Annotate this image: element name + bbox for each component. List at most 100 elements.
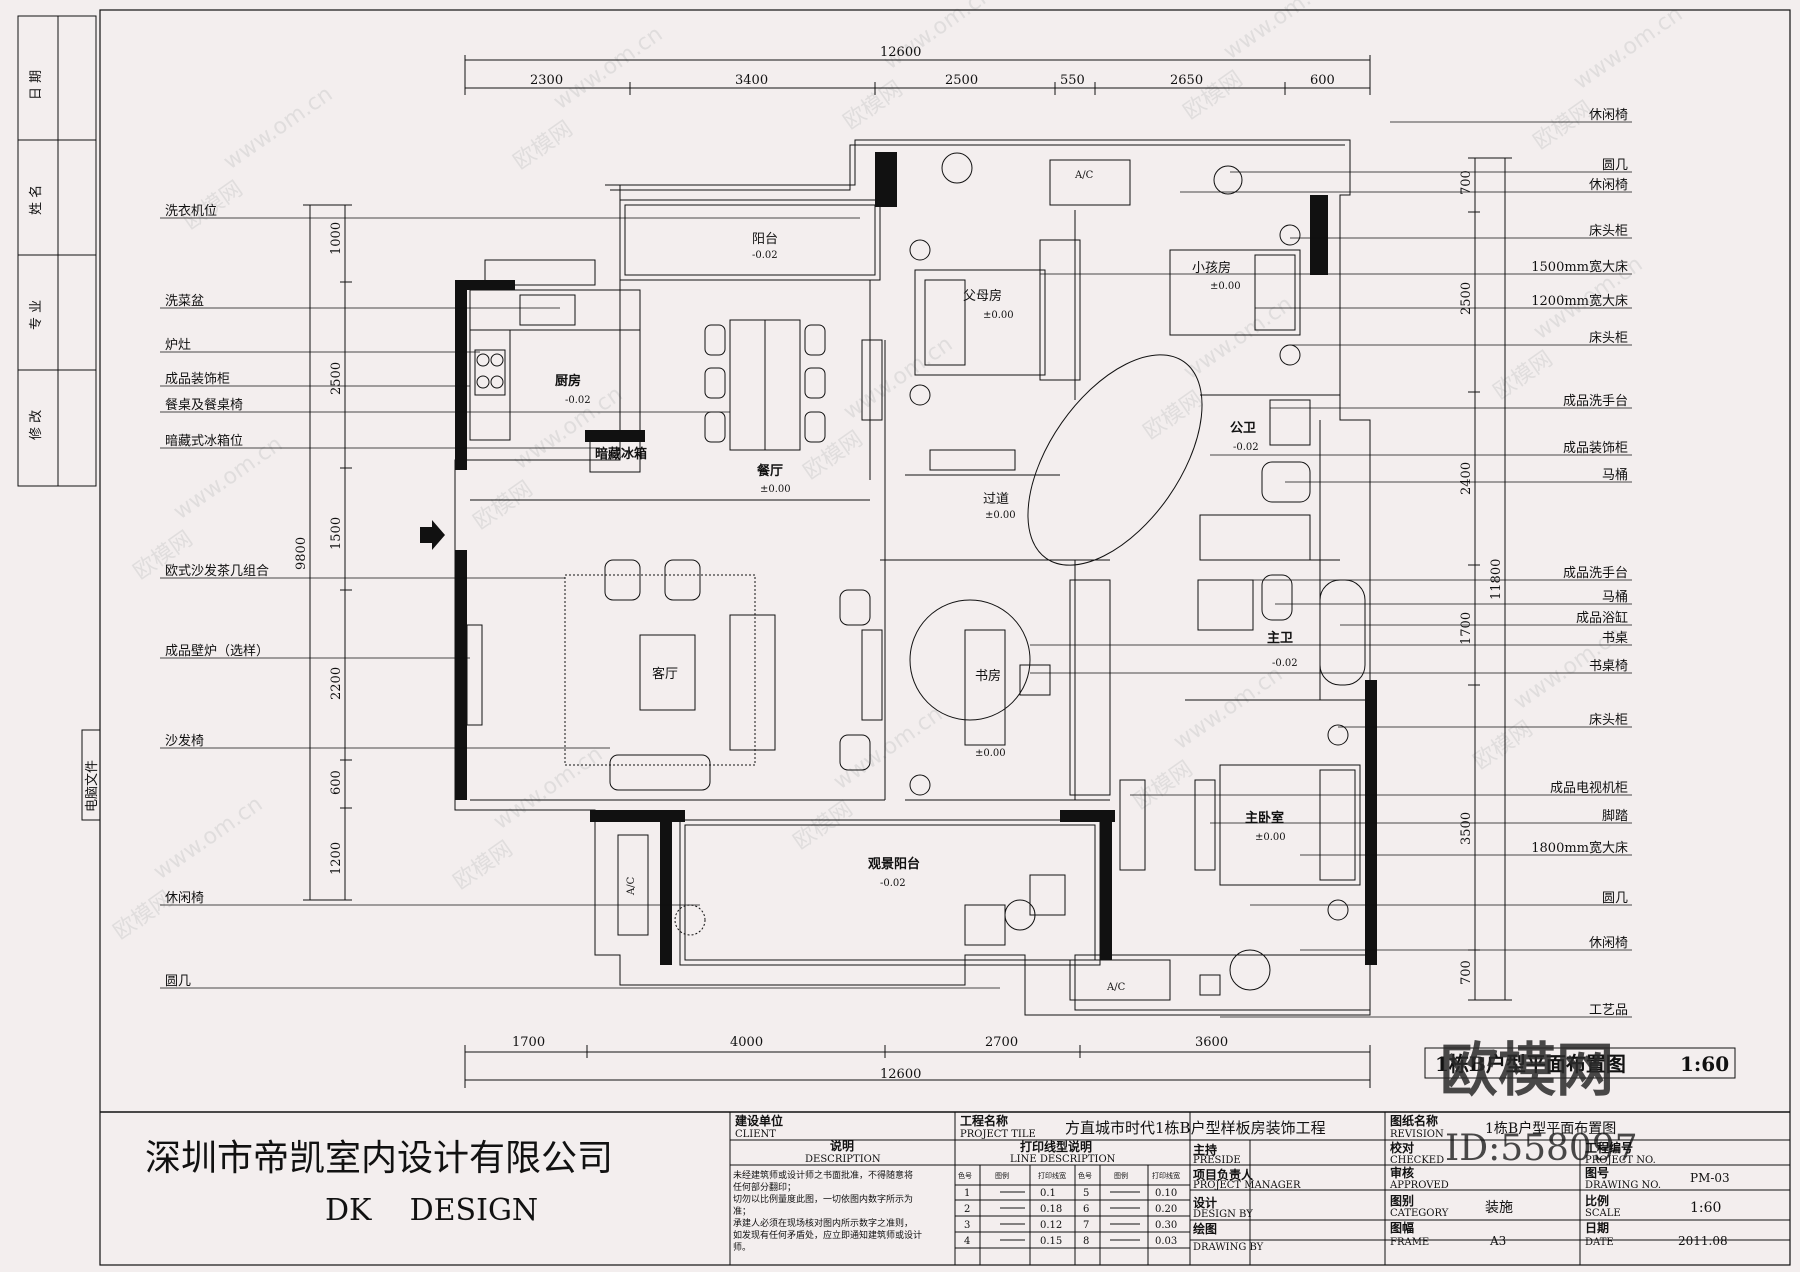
- strip-label-name: 姓 名: [28, 185, 44, 215]
- title-block: [729, 1112, 1790, 1265]
- leader-lines: [160, 121, 1632, 1018]
- frame-value: A3: [1489, 1234, 1506, 1248]
- pm-en: PROJECT MANAGER: [1193, 1180, 1301, 1191]
- dimension-top: 12600 2300 3400 2500 550 2650 600: [464, 45, 1371, 95]
- project-no-en: PROJECT NO.: [1585, 1155, 1656, 1166]
- dim-right-6: 700: [1459, 960, 1474, 985]
- labels-left: 洗衣机位洗菜盆炉灶成品装饰柜餐桌及餐桌椅暗藏式冰箱位欧式沙发茶几组合成品壁炉（选…: [165, 203, 269, 989]
- dim-top-1: 2300: [530, 73, 563, 88]
- dim-left-5: 600: [329, 770, 344, 795]
- label-right-8: 成品装饰柜: [1563, 441, 1628, 456]
- label-right-11: 马桶: [1602, 590, 1628, 605]
- dim-top-4: 550: [1060, 73, 1085, 88]
- date-en: DATE: [1585, 1237, 1614, 1248]
- dim-left-2: 2500: [329, 362, 344, 395]
- dim-bottom-2: 4000: [730, 1035, 763, 1050]
- floor-plan: [454, 139, 1377, 1016]
- dim-bottom-3: 2700: [985, 1035, 1018, 1050]
- label-left-3: 成品装饰柜: [165, 372, 230, 387]
- drawing-title-group: 1栋B户型平面布置图 1:60: [1424, 1047, 1736, 1079]
- scale-cn: 比例: [1585, 1193, 1609, 1208]
- dim-top-2: 3400: [735, 73, 768, 88]
- drawing-by-cn: 绘图: [1193, 1221, 1217, 1236]
- lt-width-b-0: 0.10: [1155, 1188, 1177, 1199]
- dim-left-1: 1000: [329, 222, 344, 255]
- label-left-4: 餐桌及餐桌椅: [165, 397, 243, 413]
- line-desc-en: LINE DESCRIPTION: [1010, 1154, 1116, 1165]
- preside-cn: 主持: [1193, 1142, 1217, 1157]
- desc-label-en: DESCRIPTION: [805, 1154, 881, 1165]
- approved-cn: 审核: [1390, 1165, 1414, 1180]
- room-master-level: ±0.00: [1255, 832, 1286, 843]
- project-label-cn: 工程名称: [960, 1113, 1008, 1128]
- label-right-19: 圆几: [1602, 891, 1628, 906]
- label-right-21: 工艺品: [1589, 1003, 1628, 1018]
- lt-color-a-2: 3: [964, 1220, 970, 1231]
- room-balcony: 阳台: [752, 232, 778, 247]
- room-labels: 阳台 -0.02 厨房 -0.02 暗藏冰箱 餐厅 ±0.00 客厅 父母房 ±…: [555, 170, 1298, 993]
- lt-h6: 打印线宽: [1152, 1171, 1180, 1180]
- dim-bottom-1: 1700: [512, 1035, 545, 1050]
- dim-bottom-4: 3600: [1195, 1035, 1228, 1050]
- dimension-right: 700 2500 2400 11800 1700 3500 700: [1459, 157, 1512, 1001]
- file-label: 电脑文件: [85, 760, 100, 812]
- company-name-en: DK DESIGN: [325, 1193, 538, 1228]
- drawing-no-value: PM-03: [1690, 1171, 1730, 1185]
- dim-top-5: 2650: [1170, 73, 1203, 88]
- lt-color-b-3: 8: [1083, 1236, 1089, 1247]
- room-kids-level: ±0.00: [1210, 281, 1241, 292]
- label-right-7: 成品洗手台: [1563, 394, 1628, 409]
- lt-width-a-1: 0.18: [1040, 1204, 1062, 1215]
- label-right-17: 脚踏: [1602, 808, 1628, 824]
- room-view-balcony-level: -0.02: [880, 878, 906, 889]
- lt-color-b-2: 7: [1083, 1220, 1089, 1231]
- label-right-0: 休闲椅: [1589, 108, 1628, 123]
- project-no-cn: 工程编号: [1585, 1140, 1633, 1155]
- dim-right-1: 700: [1459, 170, 1474, 195]
- lt-width-b-2: 0.30: [1155, 1220, 1177, 1231]
- label-right-4: 1500mm宽大床: [1531, 259, 1628, 275]
- room-public-bath: 公卫: [1230, 421, 1256, 436]
- title-block-text: 深圳市帝凯室内设计有限公司 DK DESIGN 建设单位 CLIENT 说明 D…: [145, 1113, 1730, 1253]
- dim-top-3: 2500: [945, 73, 978, 88]
- dim-left-6: 1200: [329, 842, 344, 875]
- watermark-brand: 欧模网: [1440, 1036, 1614, 1104]
- dim-bottom-total: 12600: [880, 1067, 921, 1082]
- room-parents: 父母房: [963, 288, 1002, 304]
- lt-h5: 图例: [1114, 1171, 1128, 1180]
- drawing-scale-label: 1:60: [1680, 1052, 1729, 1076]
- label-right-12: 成品浴缸: [1576, 610, 1628, 626]
- note-7: 师。: [733, 1241, 751, 1253]
- lt-width-a-2: 0.12: [1040, 1220, 1062, 1231]
- lt-h1: 色号: [958, 1171, 972, 1180]
- lt-width-b-1: 0.20: [1155, 1204, 1177, 1215]
- label-left-1: 洗菜盆: [165, 294, 204, 309]
- scale-en: SCALE: [1585, 1208, 1621, 1219]
- label-right-9: 马桶: [1602, 468, 1628, 483]
- checked-cn: 校对: [1390, 1140, 1414, 1155]
- line-desc-cn: 打印线型说明: [1020, 1139, 1092, 1154]
- design-cn: 设计: [1193, 1195, 1217, 1210]
- dim-left-total: 9800: [294, 537, 309, 570]
- strip-label-discipline: 专 业: [29, 300, 44, 330]
- revision-en: REVISION: [1390, 1129, 1444, 1140]
- label-left-0: 洗衣机位: [165, 203, 217, 219]
- lt-color-b-1: 6: [1083, 1204, 1089, 1215]
- design-en: DESIGN BY: [1193, 1209, 1253, 1220]
- dimension-bottom: 1700 4000 2700 3600 12600: [464, 1035, 1371, 1088]
- entrance-arrow-icon: [420, 520, 445, 550]
- label-left-7: 成品壁炉（选样）: [165, 644, 269, 659]
- note-2: 任何部分翻印；: [733, 1181, 796, 1193]
- ac-label-top: A/C: [1074, 170, 1094, 181]
- lt-h2: 图例: [995, 1171, 1009, 1180]
- strip-label-date: 日 期: [29, 70, 44, 100]
- pm-cn: 项目负责人: [1193, 1167, 1254, 1182]
- lt-width-a-3: 0.15: [1040, 1236, 1062, 1247]
- room-kids: 小孩房: [1192, 260, 1231, 276]
- label-left-2: 炉灶: [165, 338, 191, 353]
- label-left-6: 欧式沙发茶几组合: [165, 563, 269, 579]
- lt-color-b-0: 5: [1083, 1188, 1089, 1199]
- dining-chairs: [704, 324, 826, 443]
- room-balcony-level: -0.02: [752, 250, 778, 261]
